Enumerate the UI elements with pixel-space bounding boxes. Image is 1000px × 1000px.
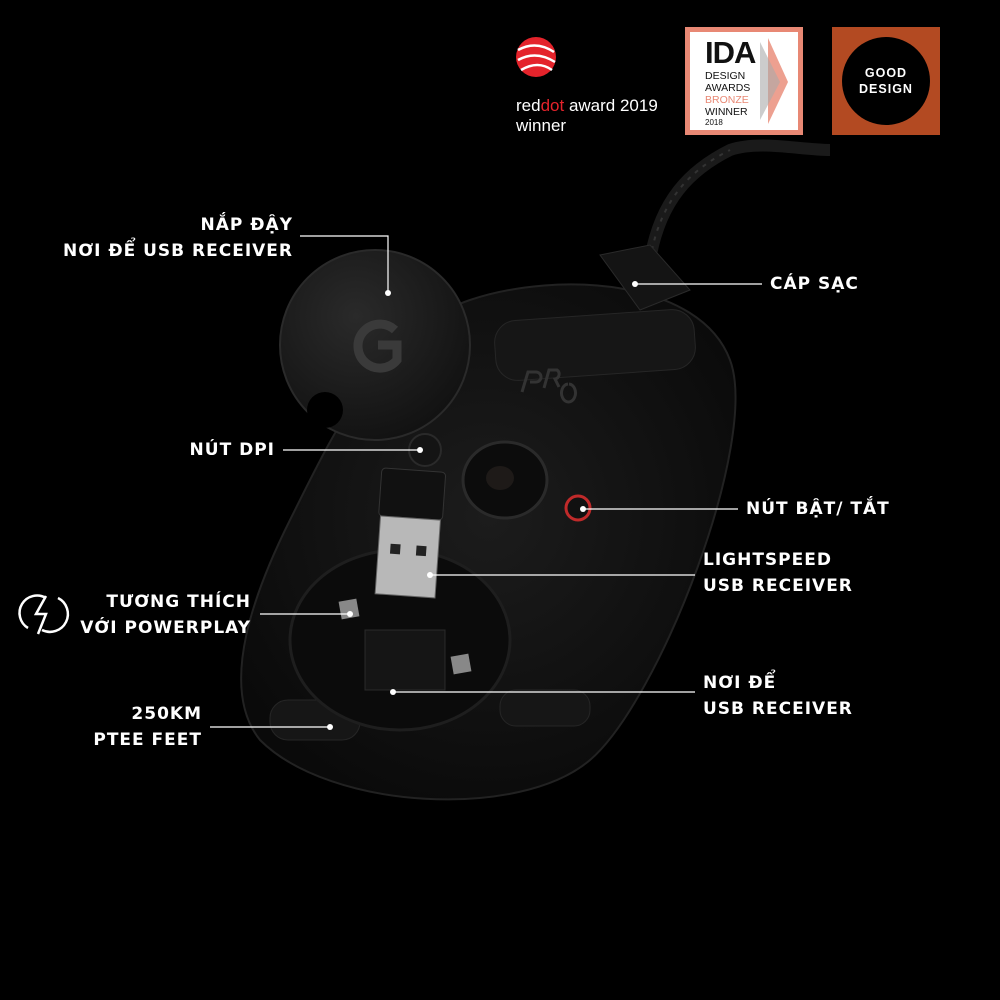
label-power: NÚT BẬT/ TẮT (746, 499, 890, 519)
label-line: USB RECEIVER (703, 699, 853, 719)
cable-connector (599, 244, 691, 311)
ida-line: DESIGN (705, 70, 746, 82)
label-line: LIGHTSPEED (703, 550, 832, 570)
usb-receiver (374, 467, 446, 599)
ida-bronze: BRONZE (705, 94, 749, 106)
label-line: TƯƠNG THÍCH (106, 592, 251, 612)
label-line: 250KM (131, 704, 202, 724)
powerplay-icon (18, 594, 70, 635)
power-switch (564, 494, 592, 522)
top-foot (494, 309, 696, 381)
good-design-line1: GOOD (864, 66, 908, 80)
pro-logo (520, 368, 577, 404)
ida-award-badge: IDA DESIGN AWARDS BRONZE WINNER 2018 (685, 27, 803, 135)
reddot-award-year: award 2019 (564, 96, 658, 115)
label-storage: NƠI ĐỂ USB RECEIVER (703, 670, 853, 722)
label-feet: 250KM PTEE FEET (93, 701, 202, 753)
ida-year: 2018 (705, 118, 723, 127)
label-line: NƠI ĐỂ USB RECEIVER (63, 241, 293, 261)
good-design-line2: DESIGN (859, 82, 913, 96)
reddot-award-text: reddot award 2019 winner (516, 96, 658, 136)
ida-title: IDA (705, 35, 756, 70)
leader-lines (210, 235, 762, 728)
label-cover: NẮP ĐẬY NƠI ĐỂ USB RECEIVER (63, 212, 293, 264)
ida-line: AWARDS (705, 82, 751, 94)
label-powerplay: TƯƠNG THÍCH VỚI POWERPLAY (80, 589, 251, 641)
g-logo (353, 319, 402, 373)
good-design-badge: GOOD DESIGN (832, 27, 940, 135)
reddot-brand-red: red (516, 96, 541, 115)
reddot-winner: winner (516, 116, 567, 135)
cable (644, 139, 831, 261)
label-receiver: LIGHTSPEED USB RECEIVER (703, 547, 853, 599)
ida-line: WINNER (705, 106, 748, 118)
label-line: NƠI ĐỂ (703, 673, 777, 693)
reddot-brand-dot: dot (540, 96, 565, 115)
label-line: VỚI POWERPLAY (80, 618, 251, 638)
ida-graphic (760, 38, 788, 124)
label-cable: CÁP SẠC (770, 274, 859, 294)
label-dpi: NÚT DPI (189, 440, 275, 460)
label-line: NẮP ĐẬY (200, 215, 293, 235)
reddot-logo (516, 37, 556, 77)
label-line: PTEE FEET (93, 730, 202, 750)
label-line: USB RECEIVER (703, 576, 853, 596)
